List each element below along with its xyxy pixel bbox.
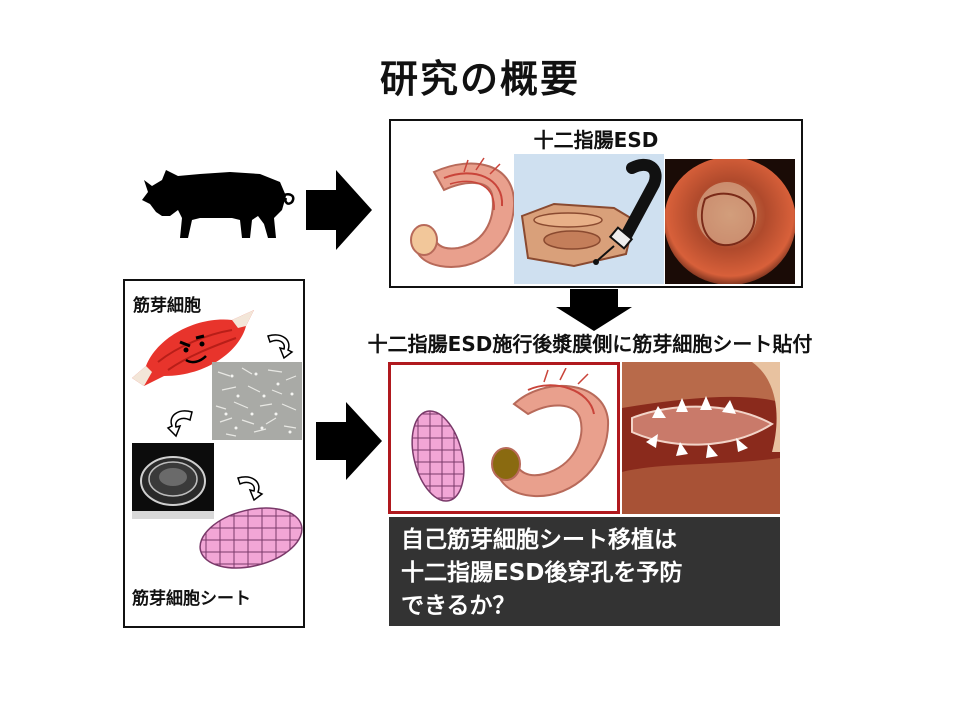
slide-title: 研究の概要 — [379, 57, 580, 101]
myoblast-sheet-illustration — [196, 506, 306, 570]
myoblast-sheet-label: 筋芽細胞シート — [132, 589, 251, 609]
arrow-down-icon — [556, 289, 632, 331]
muscle-illustration — [132, 310, 254, 386]
duodenum-illustration — [410, 157, 516, 268]
petri-dish-photo — [132, 443, 214, 519]
research-question-line: 自己筋芽細胞シート移植は — [401, 527, 677, 553]
endoscopic-photo — [665, 159, 795, 284]
curved-arrow-icon — [166, 410, 193, 438]
arrow-right-icon — [316, 402, 382, 480]
arrow-right-icon — [306, 170, 372, 250]
cell-microscopy-photo — [212, 362, 302, 440]
curved-arrow-icon — [237, 476, 264, 502]
surgical-photo — [622, 362, 780, 514]
myoblast-label: 筋芽細胞 — [133, 296, 201, 316]
research-question-line: 十二指腸ESD後穿孔を予防 — [401, 560, 683, 586]
esd-schematic-illustration — [514, 154, 664, 284]
curved-arrow-icon — [267, 334, 294, 360]
procedure-caption: 十二指腸ESD施行後漿膜側に筋芽細胞シート貼付 — [367, 332, 813, 356]
sheet-on-duodenum-illustration — [403, 368, 610, 507]
pig-icon — [142, 170, 295, 238]
research-question-line: できるか？ — [401, 593, 516, 619]
esd-panel-label: 十二指腸ESD — [533, 128, 659, 152]
research-question: 自己筋芽細胞シート移植は 十二指腸ESD後穿孔を予防 できるか？ — [389, 517, 780, 626]
